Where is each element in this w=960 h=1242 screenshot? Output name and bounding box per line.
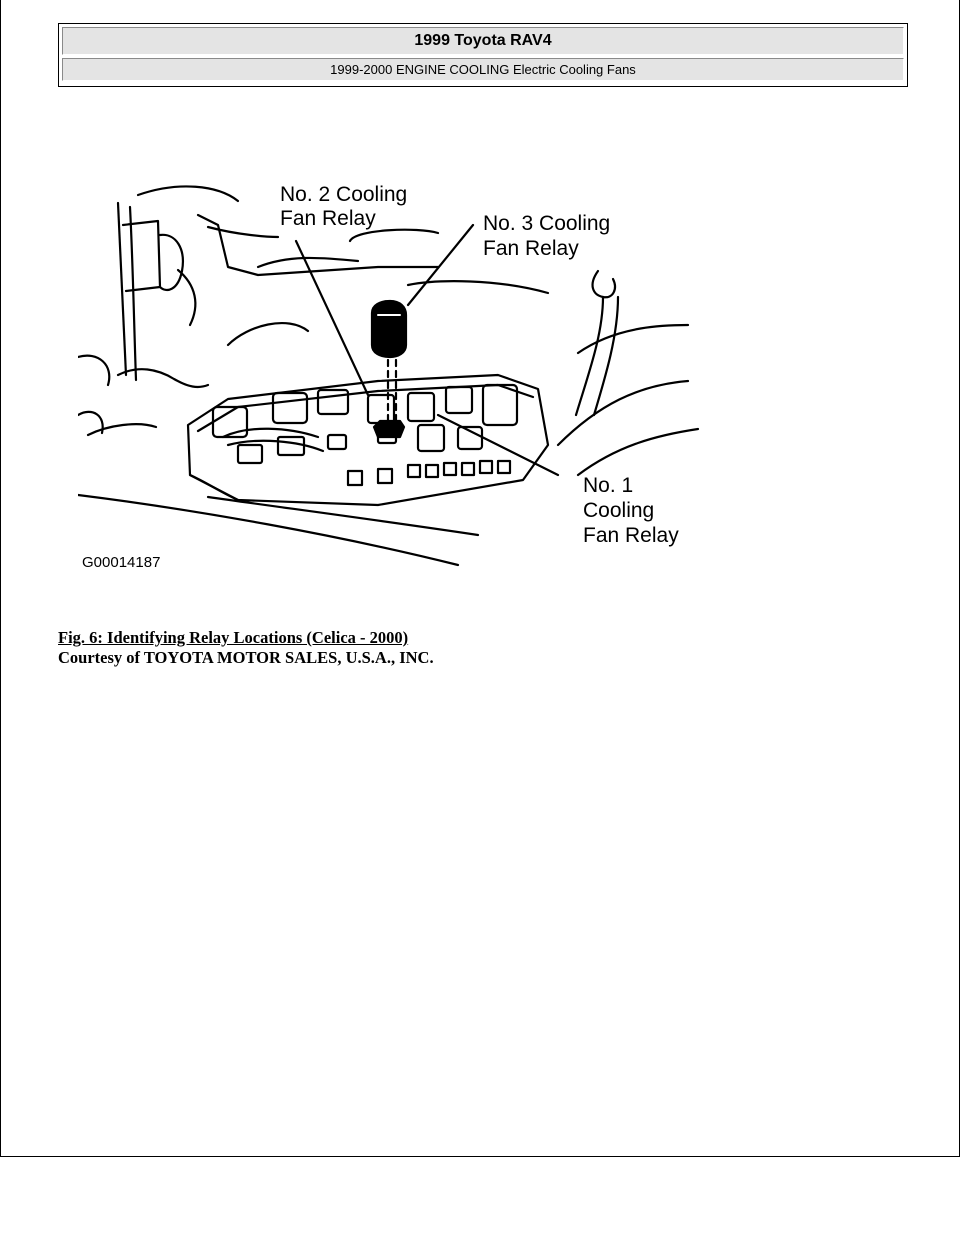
relay2-label-line1: No. 2 Cooling <box>280 183 407 206</box>
relay2-label-line2: Fan Relay <box>280 207 376 230</box>
document-title: 1999 Toyota RAV4 <box>62 27 904 55</box>
figure-caption: Fig. 6: Identifying Relay Locations (Cel… <box>58 628 434 668</box>
caption-courtesy: Courtesy of TOYOTA MOTOR SALES, U.S.A., … <box>58 648 434 667</box>
relay3-label-line2: Fan Relay <box>483 237 579 260</box>
relay-location-illustration: No. 2 Cooling Fan Relay No. 3 Cooling Fa… <box>78 183 700 571</box>
relay3-label-line1: No. 3 Cooling <box>483 212 610 235</box>
document-subtitle: 1999-2000 ENGINE COOLING Electric Coolin… <box>62 58 904 81</box>
relay1-label-line3: Fan Relay <box>583 524 679 547</box>
relay1-label-line1: No. 1 <box>583 474 633 497</box>
figure-id: G00014187 <box>82 554 160 571</box>
document-header: 1999 Toyota RAV4 1999-2000 ENGINE COOLIN… <box>58 23 908 87</box>
caption-title: Fig. 6: Identifying Relay Locations (Cel… <box>58 628 409 647</box>
relay1-label-line2: Cooling <box>583 499 654 522</box>
page-frame <box>0 0 960 1157</box>
